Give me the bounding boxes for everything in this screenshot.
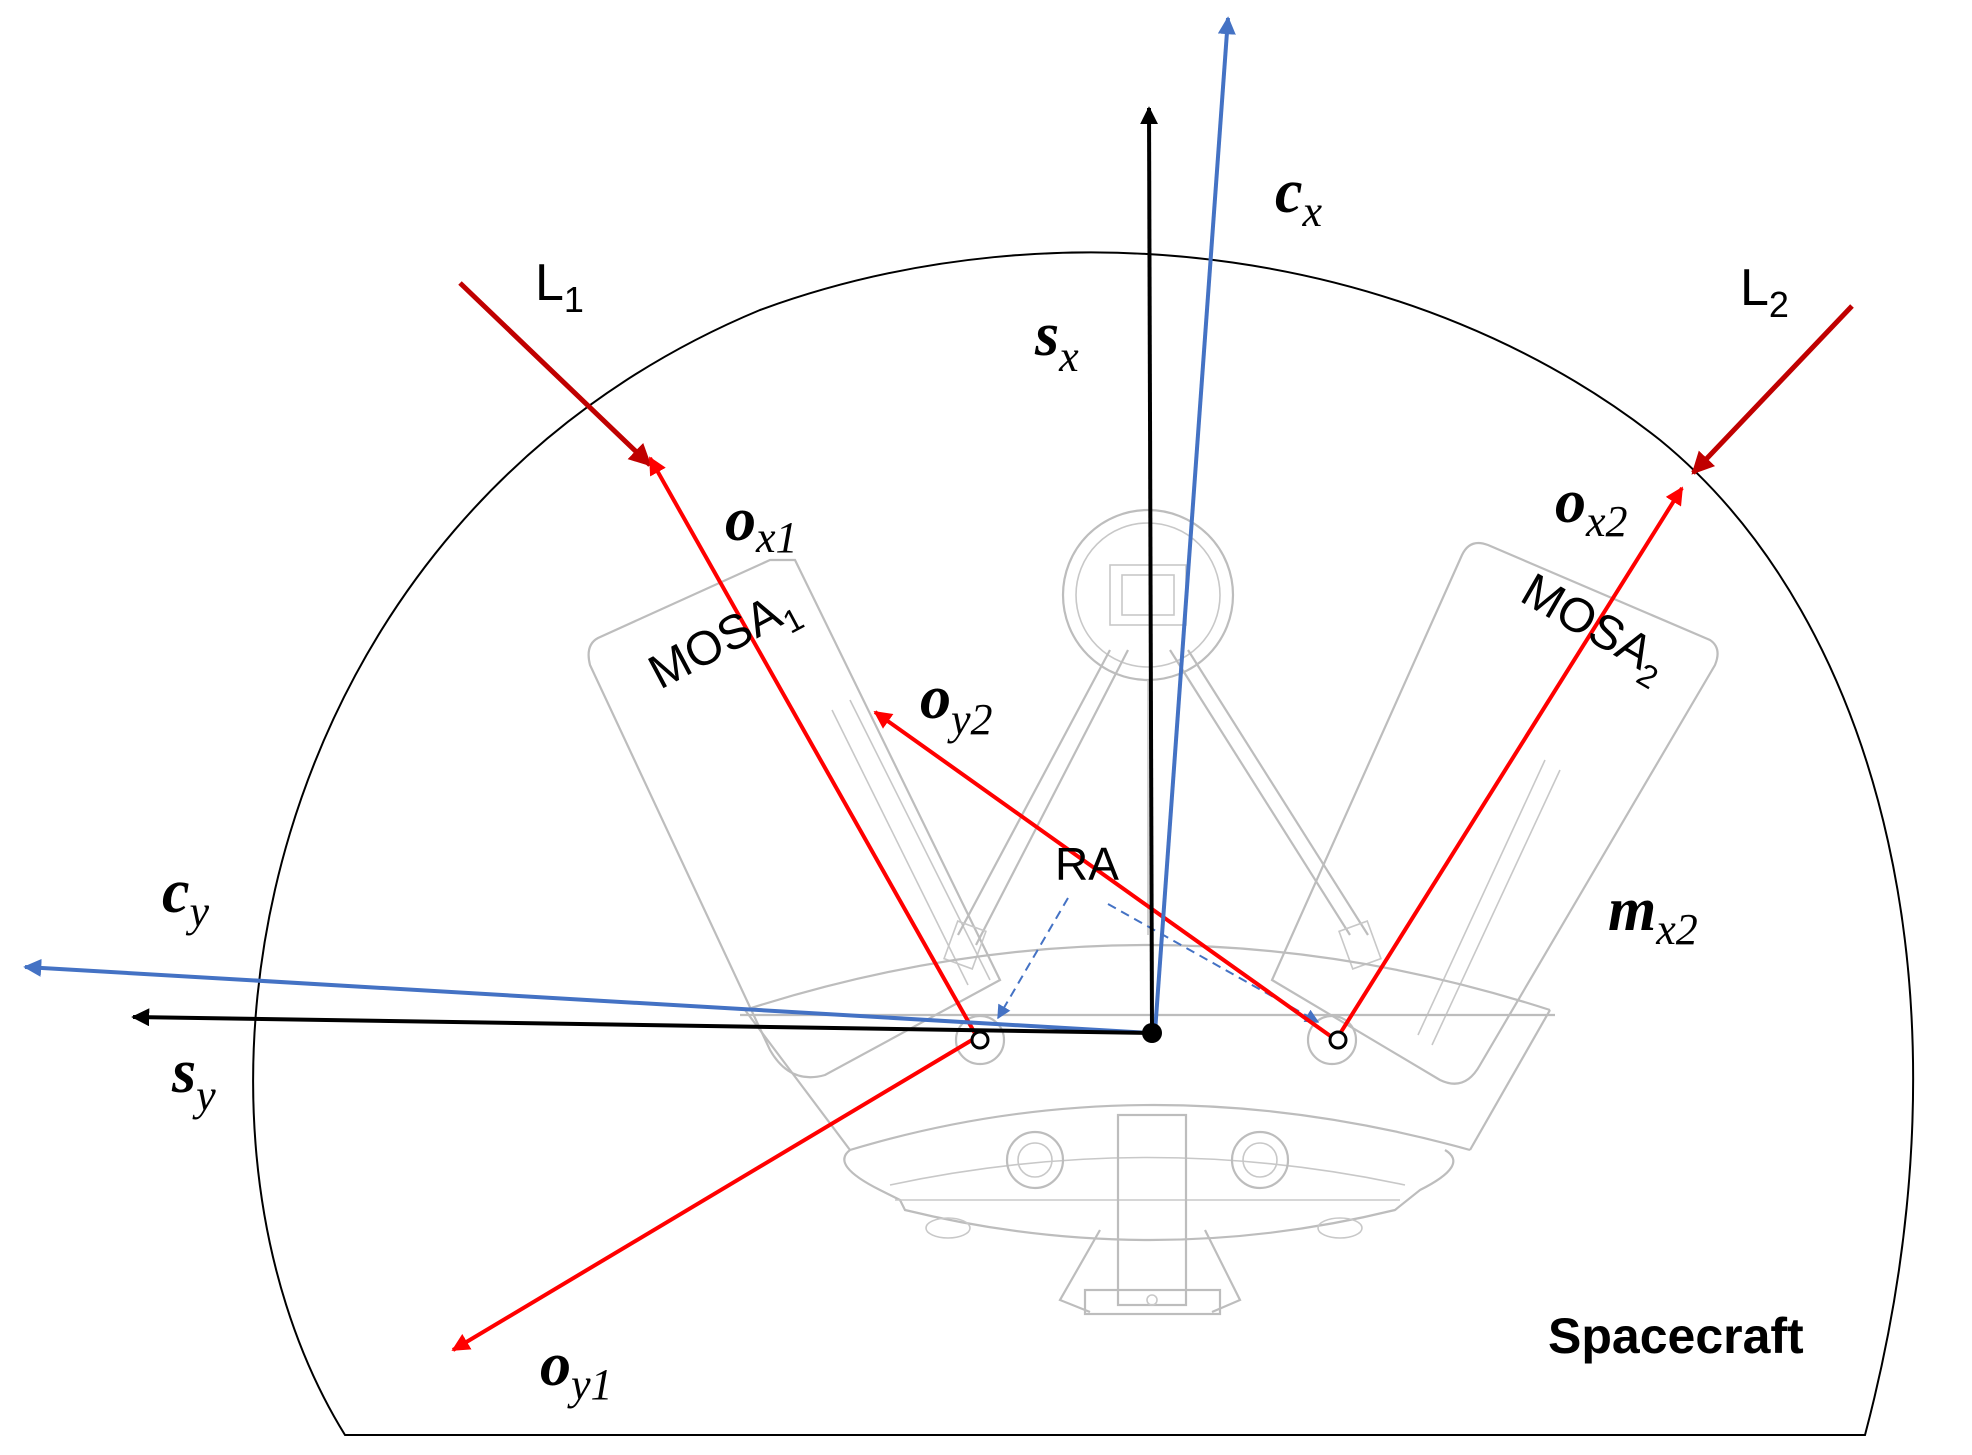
axis-cy [23,958,1151,1035]
mosa1-inner-line [849,699,991,981]
svg-text:MOSA2: MOSA2 [1509,564,1677,696]
label-ox2: ox2 [1555,468,1628,546]
label-oy1: oy1 [540,1331,613,1409]
label-sy: sy [171,1038,216,1120]
lower-body [843,1149,1455,1242]
axis-cx [1153,16,1236,1033]
column-leg [1204,1229,1242,1314]
laser-beam-l1 [458,281,652,467]
column-base [1083,1288,1222,1316]
mosa2-inner-line [1417,759,1546,1036]
axis-sx [1140,106,1159,1034]
mosa1-housing [587,558,1002,1079]
spacecraft-structure [587,508,1719,1316]
axis-ox2 [1334,486,1684,1042]
telescope-sensor-inner [1121,574,1175,616]
bus-ring-bottom [849,1103,1471,1152]
label-mosa1: MOSA1 [640,578,809,707]
telescope-disk [1061,508,1235,682]
origin-mosa1 [970,1030,990,1050]
thruster-nozzle [925,1217,971,1239]
bus-ring-side [1469,1009,1551,1151]
mosa2-housing [1270,541,1719,1085]
column-leg [1058,1229,1101,1314]
bus-ring-side [744,1009,851,1151]
axis-ox1 [648,456,979,1038]
support-strut [975,649,1129,946]
bus-ring-top [744,943,1551,1012]
lower-body-edge [889,1156,1406,1186]
mosa2-inner-line [1431,769,1561,1046]
axis-sy [131,1008,1153,1035]
column-bolt [1146,1294,1158,1306]
label-ox1: ox1 [725,486,798,562]
label-cx: cx [1275,158,1323,236]
axis-oy1 [451,1035,979,1352]
label-ra: RA [1055,838,1119,890]
svg-text:MOSA1: MOSA1 [640,578,809,707]
ra-pointer-1 [997,897,1069,1020]
label-l1: L1 [535,254,584,320]
label-spacecraft: Spacecraft [1548,1308,1804,1364]
mosa1-mount [954,1014,1006,1066]
spacecraft-outline [252,251,1915,1436]
label-sx: sx [1034,301,1079,381]
mosa1-inner-line [831,709,969,986]
thruster-pod-inner [1242,1142,1278,1178]
support-strut [1169,649,1351,936]
strut-foot [943,920,987,970]
thruster-pod [1005,1130,1065,1190]
label-l2: L2 [1740,259,1789,325]
central-column [1116,1113,1188,1307]
support-strut [957,649,1111,936]
label-cy: cy [162,858,210,936]
thruster-pod-inner [1017,1142,1053,1178]
label-mx2: mx2 [1608,876,1698,954]
telescope-disk-inner [1075,522,1221,668]
origin-spacecraft [1142,1023,1162,1043]
laser-beam-l2 [1691,304,1854,475]
label-mosa2: MOSA2 [1509,564,1677,696]
thruster-nozzle [1317,1217,1363,1239]
origin-mosa2 [1328,1030,1348,1050]
thruster-pod [1230,1130,1290,1190]
support-strut [1187,649,1369,936]
label-oy2: oy2 [920,664,993,744]
mosa2-mount [1306,1014,1358,1066]
axis-oy2 [873,710,1338,1042]
